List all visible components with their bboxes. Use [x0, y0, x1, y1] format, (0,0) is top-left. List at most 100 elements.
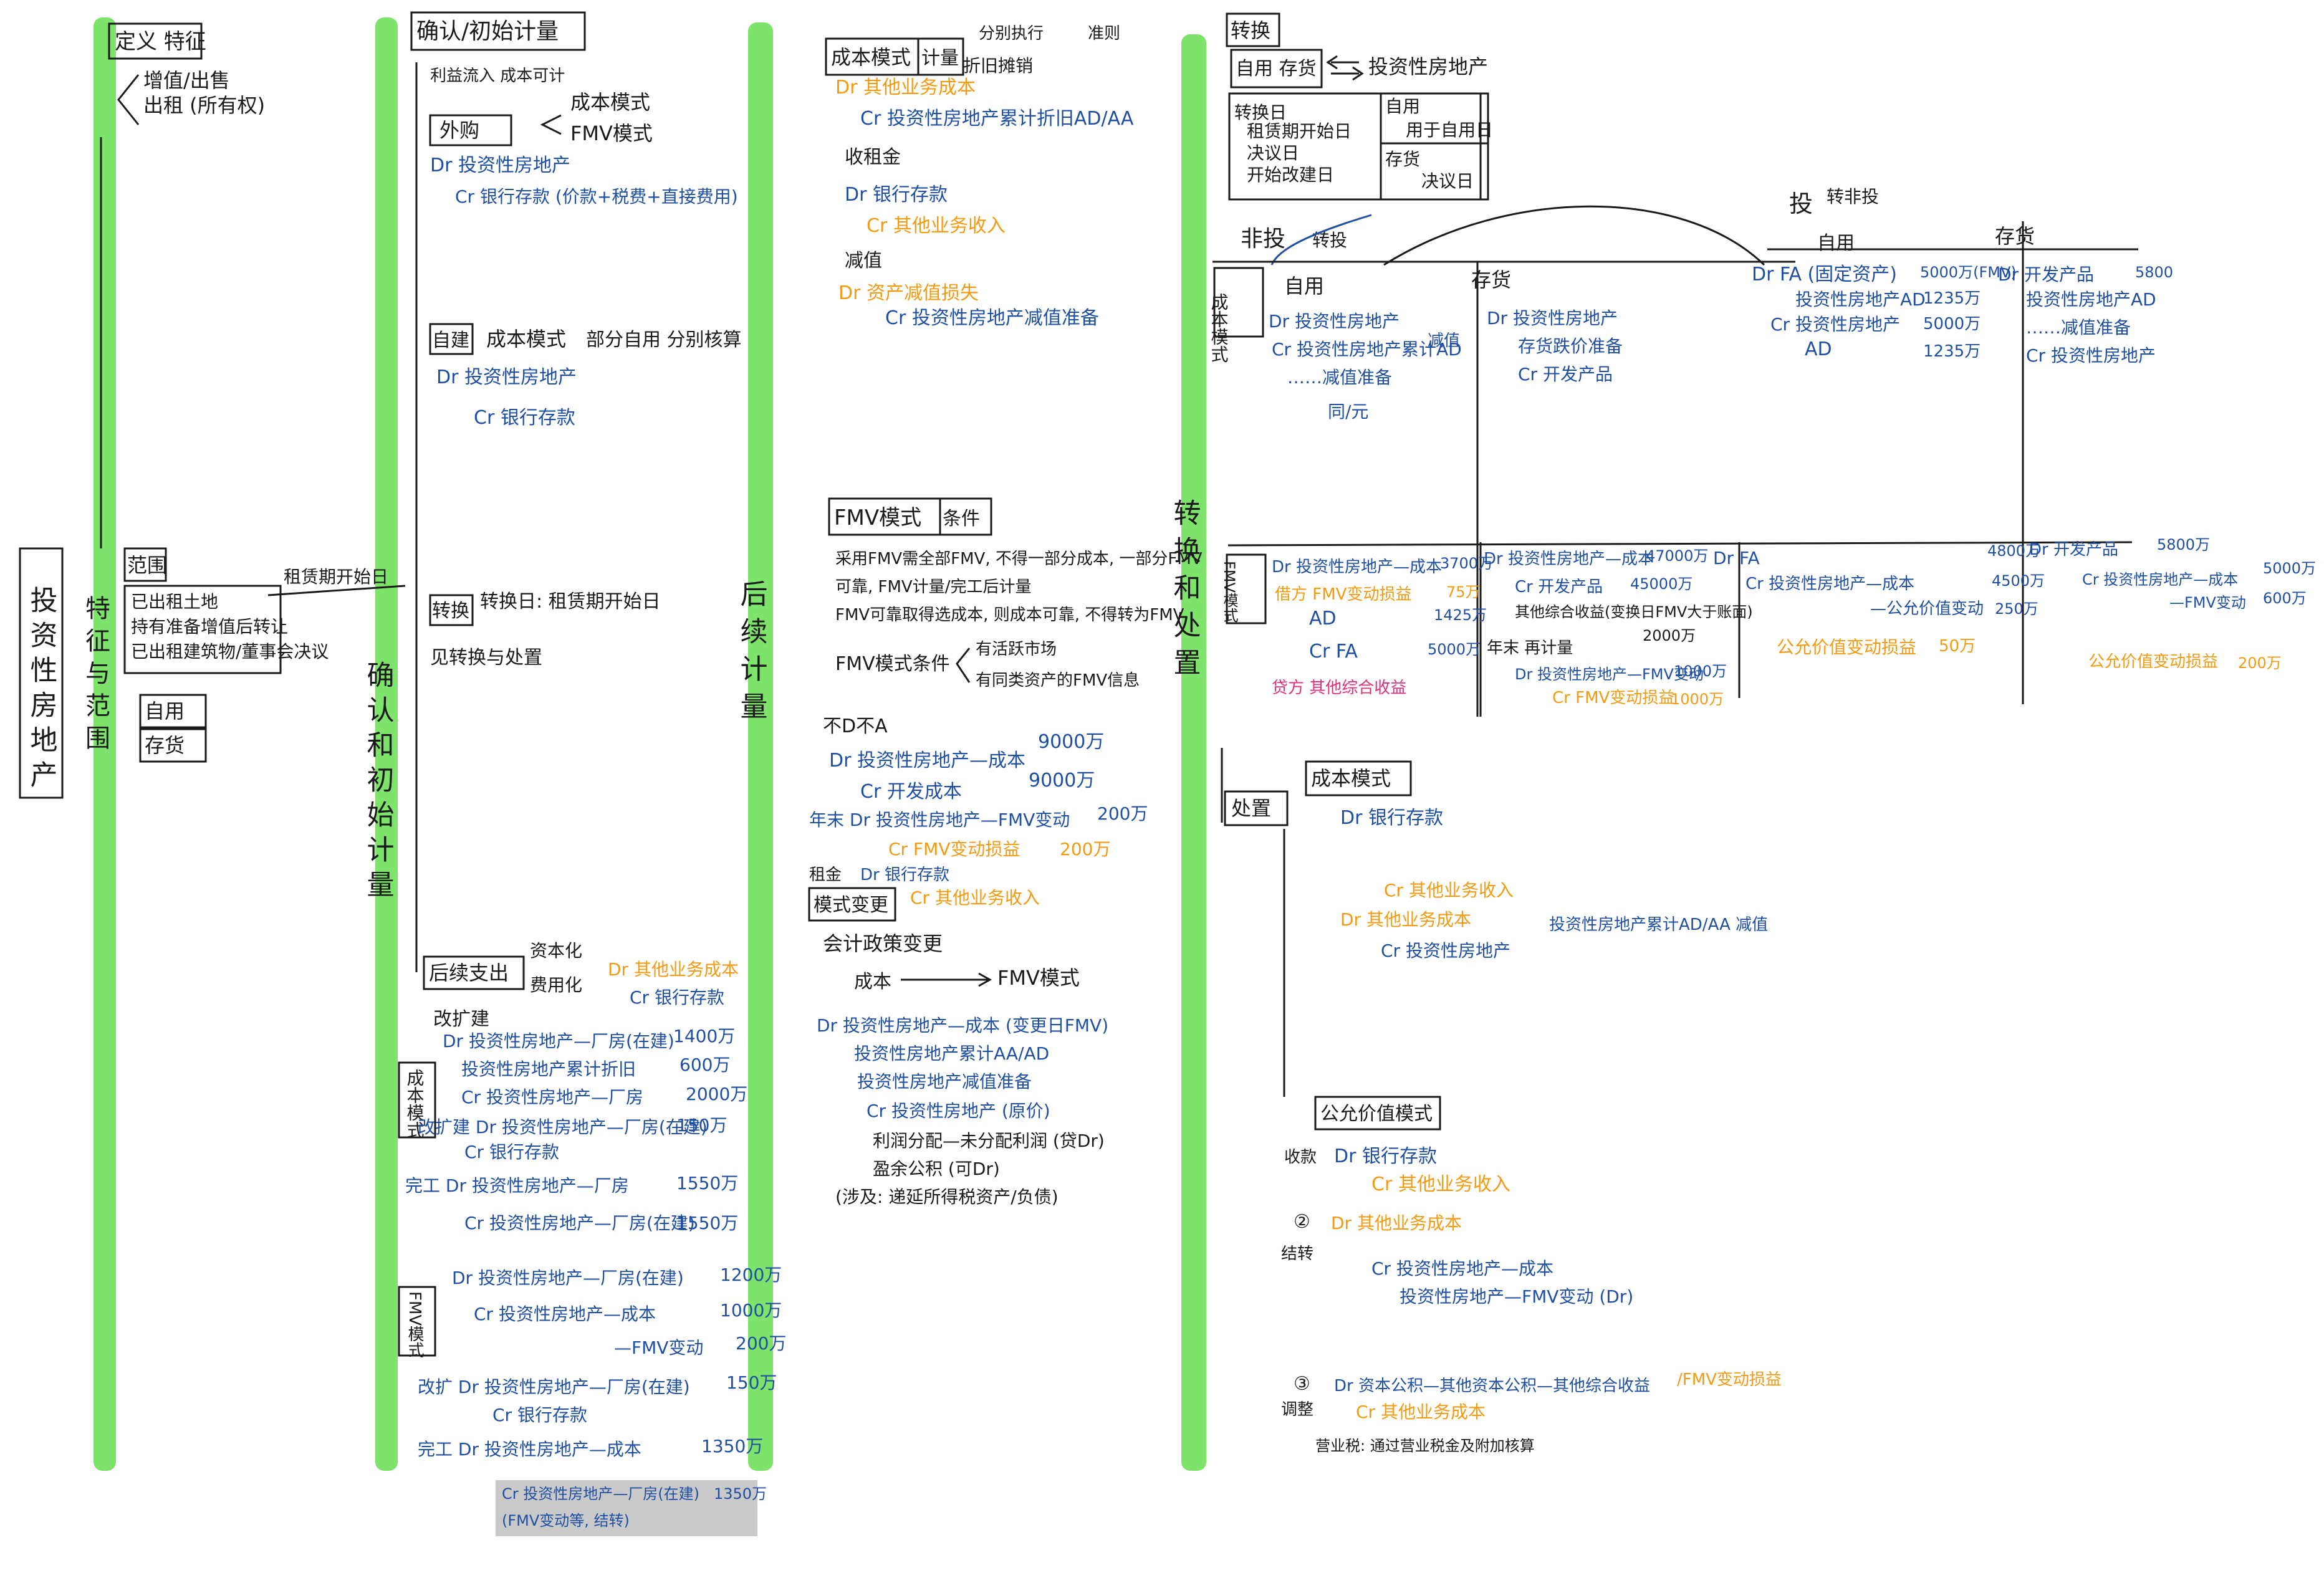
mode-change-row-2: 投资性房地产累计AA/AD — [854, 1043, 1049, 1064]
mode-change-row-5: 利润分配—未分配利润 (贷Dr) — [873, 1131, 1105, 1151]
fmv-row-7: Cr 投资性房地产—厂房(在建) — [502, 1485, 699, 1503]
definition-box — [108, 22, 203, 60]
dates-2: 决议日 — [1247, 143, 1299, 163]
right-r-stock-1: Dr 开发产品 — [1998, 264, 2094, 285]
range-note: 租赁期开始日 — [284, 567, 388, 587]
subsequent-expense-cr: Cr 银行存款 — [630, 987, 724, 1008]
f2-5: Dr 投资性房地产—FMV变动 — [1515, 666, 1704, 683]
disposal-f1: 收款 — [1284, 1148, 1317, 1167]
purchase-dr: Dr 投资性房地产 — [430, 155, 570, 176]
subsequent-expense: 费用化 — [530, 975, 582, 995]
sub-row-3: Cr 投资性房地产—厂房 — [461, 1087, 643, 1107]
header-note-a: 分别执行 — [979, 24, 1044, 43]
fmv-dr1: Dr 投资性房地产—成本 — [829, 750, 1025, 772]
f4-4: 公允价值变动损益 — [2088, 653, 2218, 671]
mode-change-box — [808, 887, 896, 922]
dates-box — [1228, 92, 1489, 201]
spine-col2 — [375, 17, 398, 1471]
f3-2v: 4500万 — [1992, 572, 2045, 590]
sub-cost-box — [398, 1061, 436, 1139]
f1-3v: 1425万 — [1434, 606, 1487, 624]
right-r-self-1: Dr FA (固定资产) — [1752, 264, 1897, 285]
f1-4v: 5000万 — [1428, 641, 1481, 658]
self-build-box-text: 自建 — [432, 330, 469, 351]
fmv-rule-3: FMV可靠取得选成本, 则成本可靠, 不得转为FMV — [835, 606, 1184, 624]
fmv-dr1-value: 9000万 — [1038, 731, 1104, 753]
scan-strip — [496, 1480, 757, 1536]
f1-1v: 3700万 — [1440, 555, 1493, 572]
f1-2v: 75万 — [1446, 583, 1481, 601]
fmv-no-da: 不D不A — [823, 715, 888, 737]
disposal-d4: 投资性房地产累计AD/AA 减值 — [1549, 916, 1768, 934]
spine-highlights — [94, 17, 1206, 1471]
fmv-mode-box-2 — [939, 497, 992, 536]
mode-change-text: 模式变更 — [814, 894, 888, 916]
definition-box-text: 定义 特征 — [115, 29, 206, 54]
inventory-text: 存货 — [145, 734, 185, 757]
dates-3: 开始改建日 — [1247, 165, 1334, 185]
cost-mode-text: 成本模式 — [831, 45, 911, 69]
conversion-box — [429, 594, 474, 626]
left-c-stock-1: Dr 投资性房地产 — [1487, 308, 1618, 328]
fmv-cond-1: 有活跃市场 — [976, 640, 1057, 659]
range-item-3: 已出租建筑物/董事会决议 — [131, 641, 329, 662]
f4-3: —FMV变动 — [2169, 594, 2246, 611]
f3-2: Cr 投资性房地产—成本 — [1745, 575, 1914, 593]
fmv-year-value: 200万 — [1097, 803, 1148, 824]
dates-1: 租赁期开始日 — [1247, 121, 1352, 141]
fmv-cond-brace — [956, 648, 971, 683]
self-build-cr: Cr 银行存款 — [474, 407, 575, 429]
left-c-stock-2: 存货跌价准备 — [1518, 336, 1623, 356]
spine-col3 — [748, 22, 773, 1471]
subsequent-improve: 改扩建 — [433, 1008, 489, 1030]
two-way-arrow — [1326, 55, 1364, 81]
fmv-section-top — [1227, 541, 2133, 547]
sub-row-2-value: 600万 — [679, 1054, 730, 1075]
header-note-b: 准则 — [1088, 24, 1120, 43]
main-title-text: 投资性房地产 — [26, 586, 57, 795]
f2-1v: 47000万 — [1646, 547, 1708, 565]
fmv-rule-1: 采用FMV需全部FMV, 不得一部分成本, 一部分FMV — [835, 550, 1203, 568]
spine-col1-text: 特征与范围 — [81, 595, 110, 757]
fmv-row-6: 完工 Dr 投资性房地产—成本 — [418, 1439, 641, 1460]
fmv-mode-text-2: 条件 — [943, 508, 980, 530]
self-stock-box — [1230, 49, 1323, 88]
left-c-self-4: 同/元 — [1328, 401, 1368, 422]
purchase-brace — [540, 114, 562, 135]
conversion-title: 转换 — [1231, 19, 1270, 42]
left-c-self-3: ……减值准备 — [1287, 367, 1392, 388]
mode-change-row-4: Cr 投资性房地产 (原价) — [867, 1101, 1050, 1121]
fmv-mode-text: FMV模式 — [834, 505, 921, 530]
f2-6: Cr FMV变动损益 — [1552, 689, 1674, 707]
fmv-rent: 租金 — [809, 866, 842, 884]
right-stock-col: 存货 — [1995, 224, 2035, 248]
disposal-f10: 调整 — [1281, 1400, 1313, 1419]
range-arrow — [267, 585, 406, 596]
disposal-f8: 投资性房地产—FMV变动 (Dr) — [1400, 1286, 1633, 1307]
cost-rent: 收租金 — [845, 146, 901, 168]
conversion-title-box — [1226, 12, 1280, 47]
f4-3v: 600万 — [2263, 590, 2307, 607]
left-c-self-2: Cr 投资性房地产累计AD — [1272, 339, 1462, 360]
definition-brace — [117, 74, 140, 125]
disposal-fmv-text: 公允价值模式 — [1320, 1103, 1433, 1125]
purchase-fmv-mode: FMV模式 — [570, 122, 653, 145]
f2-4: 年末 再计量 — [1487, 639, 1573, 658]
fmv-row-6-value: 1350万 — [701, 1436, 763, 1456]
f3-4: 公允价值变动损益 — [1777, 637, 1916, 658]
right-r-self-3v: 5000万 — [1923, 315, 1981, 333]
cost-mode-box-2 — [917, 37, 964, 76]
inventory-box — [139, 728, 207, 763]
f1-1: Dr 投资性房地产—成本 — [1272, 558, 1442, 576]
disposal-box — [1224, 790, 1289, 826]
self-use-box — [139, 694, 207, 729]
fmv-rent-dr: Dr 银行存款 — [860, 866, 949, 884]
disposal-d5: Cr 投资性房地产 — [1381, 940, 1510, 961]
recognition-title: 确认/初始计量 — [416, 19, 559, 44]
left-c-self-note: 减值 — [1428, 332, 1460, 350]
column-4: 转换和处置 转换 自用 存货 投资性房地产 转换日 租赁期开始日 决议日 开始改… — [1169, 12, 2316, 1455]
conversion-box-text: 转换 — [432, 600, 469, 622]
f3-1: Dr FA — [1713, 548, 1760, 568]
f4-1: Dr 开发产品 — [2029, 540, 2118, 559]
sub-fmv-box — [398, 1286, 436, 1357]
